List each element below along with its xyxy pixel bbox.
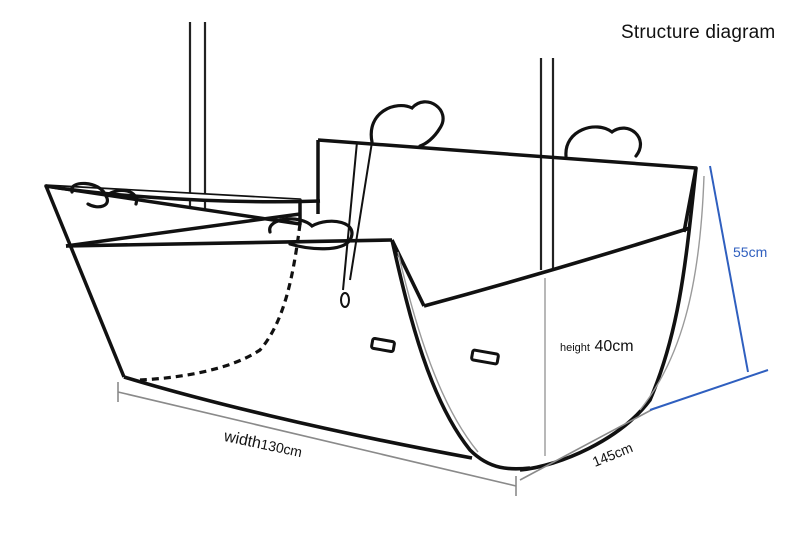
hidden-edge-dashed xyxy=(139,223,302,382)
seat-belt-strap xyxy=(340,141,373,308)
back-height-value: 55cm xyxy=(733,244,768,260)
back-height-label: 55cm xyxy=(733,244,767,260)
side-strap-loops xyxy=(70,181,354,251)
wall-inner-edges xyxy=(397,175,705,453)
height-value: 40cm xyxy=(594,338,634,355)
back-height-dimension-line xyxy=(649,165,769,411)
height-label: height 40cm xyxy=(560,338,634,356)
headrest-strap-loops xyxy=(369,100,643,158)
width-dimension-line xyxy=(117,382,517,496)
depth-dimension-line xyxy=(519,407,656,481)
left-side-flap xyxy=(44,184,321,378)
belt-slots xyxy=(370,336,500,366)
right-wall xyxy=(390,167,698,472)
headrest-posts xyxy=(188,22,555,270)
diagram-title: Structure diagram xyxy=(621,22,776,43)
front-wall xyxy=(65,238,531,471)
height-word: height xyxy=(560,342,590,354)
